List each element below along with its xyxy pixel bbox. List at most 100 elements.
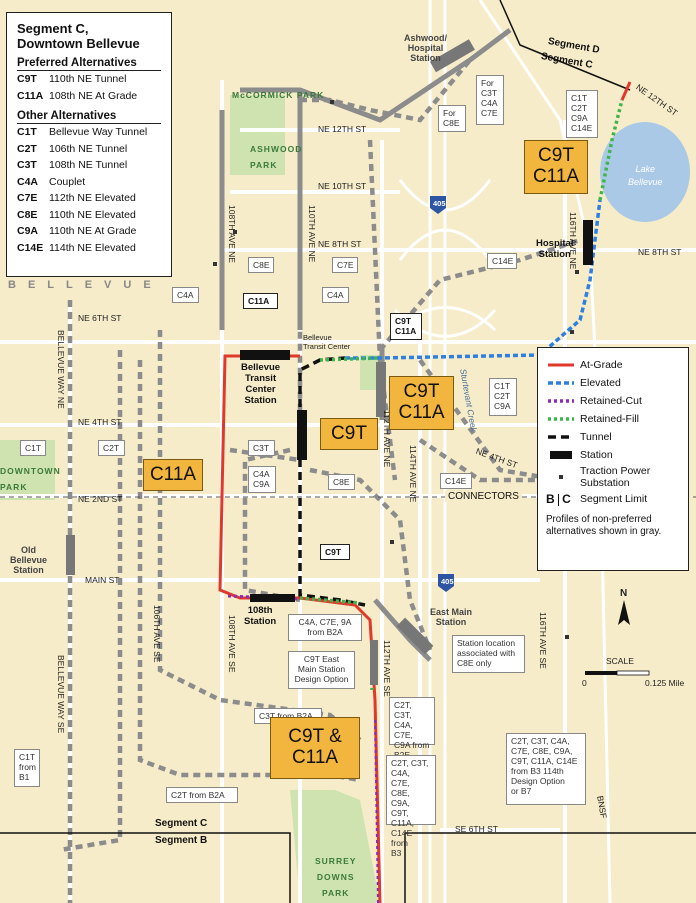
alt-name: 110th NE Elevated — [49, 208, 136, 221]
panel-title-line2: Downtown Bellevue — [17, 36, 140, 51]
c9t-station-block — [297, 410, 307, 460]
alt-name: Couplet — [49, 175, 86, 188]
north-arrow-icon — [618, 600, 630, 625]
legend-panel: At-Grade Elevated Retained-Cut Retained-… — [537, 347, 689, 571]
other-item: C1T Bellevue Way Tunnel — [17, 124, 161, 141]
btc-small-label: Bellevue Transit Center — [303, 333, 351, 351]
108th-station-block — [250, 594, 295, 602]
i405-shields — [430, 196, 454, 592]
street-108th-ave-se: 108TH AVE SE — [227, 615, 237, 673]
callout-c9t-c11a-top: C9T C11A — [524, 140, 588, 194]
east-main-gray-block — [396, 617, 434, 655]
ashwood-hospital-station-label: Ashwood/ Hospital Station — [404, 33, 447, 63]
north-label: N — [620, 588, 628, 599]
alt-code: C7E — [17, 192, 38, 204]
panel-title-line1: Segment C, — [17, 21, 89, 36]
legend-label: Tunnel — [580, 431, 612, 443]
street-ne4: NE 4TH ST — [78, 417, 122, 427]
c9t-tunnel-route — [298, 420, 366, 607]
street-ne8-east: NE 8TH ST — [638, 247, 682, 257]
downtown-park-label: DOWNTOWN PARK — [0, 466, 61, 492]
alt-code: C9T — [17, 73, 37, 85]
scale-zero: 0 — [582, 678, 587, 688]
at-grade-swatch — [546, 360, 580, 370]
alt-name: 106th NE Tunnel — [49, 142, 128, 155]
alt-code: C1T — [17, 126, 37, 138]
retained-fill-swatch — [546, 414, 580, 424]
alt-code: C11A — [17, 89, 44, 102]
box-c4a-c9a: C4A C9A — [248, 466, 276, 493]
other-item: C14E 114th NE Elevated — [17, 240, 161, 257]
box-c3t: C3T — [248, 440, 275, 456]
legend-label: Segment Limit — [580, 493, 648, 505]
box-c2t-list-b3: C2T, C3T, C4A, C7E, C8E, C9A, C9T, C11A,… — [386, 755, 436, 858]
box-c1t-c2t-c9a: C1T C2T C9A — [489, 378, 517, 416]
box-c7e: C7E — [332, 257, 358, 273]
alt-code: C9A — [17, 225, 39, 237]
legend-retained-cut: Retained-Cut — [546, 392, 680, 410]
other-item: C2T 106th NE Tunnel — [17, 141, 161, 158]
lake-bellevue — [600, 122, 690, 222]
lake-bellevue-label: Lake Bellevue — [628, 164, 663, 187]
street-bellevue-way-ne: BELLEVUE WAY NE — [56, 330, 66, 409]
street-ne10: NE 10TH ST — [318, 181, 367, 191]
i405-bottom-label: 405 — [441, 577, 454, 586]
street-106th-ave-se: 106TH AVE SE — [152, 605, 162, 663]
legend-elevated: Elevated — [546, 374, 680, 392]
retained-cut-swatch — [546, 396, 580, 406]
alt-code: C14E — [17, 241, 44, 254]
alt-code: C8E — [17, 208, 38, 221]
other-item: C8E 110th NE Elevated — [17, 207, 161, 224]
street-main: MAIN ST — [85, 575, 120, 585]
legend-retained-fill: Retained-Fill — [546, 410, 680, 428]
alt-name: Bellevue Way Tunnel — [49, 126, 148, 138]
old-bellevue-station-label: Old Bellevue Station — [10, 545, 48, 575]
street-116th-ave-se: 116TH AVE SE — [538, 612, 548, 669]
segment-b-bottom-label: Segment B — [155, 835, 208, 846]
street-bellevue-way-se: BELLEVUE WAY SE — [56, 655, 66, 734]
legend-label: Station — [580, 449, 613, 461]
box-c2t-from-b2a: C2T from B2A — [166, 787, 238, 803]
box-c1t: C1T — [20, 440, 46, 456]
box-c9t-east-main-option: C9T East Main Station Design Option — [288, 651, 355, 689]
box-c8e-mid: C8E — [328, 474, 355, 490]
box-c11a: C11A — [243, 293, 278, 309]
box-c9t: C9T — [320, 544, 350, 560]
legend-traction: Traction Power Substation — [546, 464, 680, 490]
street-ne6: NE 6TH ST — [78, 313, 122, 323]
alt-name: 114th NE Elevated — [49, 241, 136, 254]
ashwood-park-label: ASHWOOD PARK — [250, 144, 303, 170]
alt-name: 110th NE Tunnel — [49, 73, 127, 85]
segment-c-letter: C — [562, 492, 571, 506]
c9t-c11a-gray-block — [376, 362, 386, 417]
east-main-station-block — [370, 640, 378, 685]
mccormick-park-label: McCORMICK PARK — [232, 90, 325, 100]
box-c14e-top: C14E — [487, 253, 517, 269]
box-c2t-list-b2e: C2T, C3T, C4A, C7E, C9A from B2E — [389, 697, 435, 760]
btc-station-label: Bellevue Transit Center Station — [241, 362, 281, 406]
segment-c-bottom-label: Segment C — [155, 818, 208, 829]
box-for-c8e: For C8E — [438, 105, 466, 132]
street-ne2: NE 2ND ST — [78, 494, 123, 504]
legend-at-grade: At-Grade — [546, 356, 680, 374]
legend-label: At-Grade — [580, 359, 623, 371]
108th-station-label: 108th Station — [244, 605, 277, 627]
tunnel-swatch — [546, 432, 580, 442]
alt-code: C2T — [17, 142, 37, 155]
mccormick-park — [230, 95, 285, 175]
street-112th-ave-se: 112TH AVE SE — [382, 640, 392, 697]
street-ne8: NE 8TH ST — [318, 239, 362, 249]
traction-swatch — [546, 472, 580, 482]
callout-c11a: C11A — [143, 459, 203, 491]
box-for-c3t-c4a-c7e: For C3T C4A C7E — [476, 75, 504, 125]
hospital-station-label: Hospital Station — [536, 238, 574, 260]
box-c1t-from-b1: C1T from B1 — [14, 749, 40, 787]
other-heading: Other Alternatives — [17, 110, 161, 124]
scale-value: 0.125 Mile — [645, 678, 685, 688]
box-c4a-from-b2a: C4A, C7E, 9A from B2A — [288, 614, 362, 641]
alt-code: C3T — [17, 159, 37, 171]
